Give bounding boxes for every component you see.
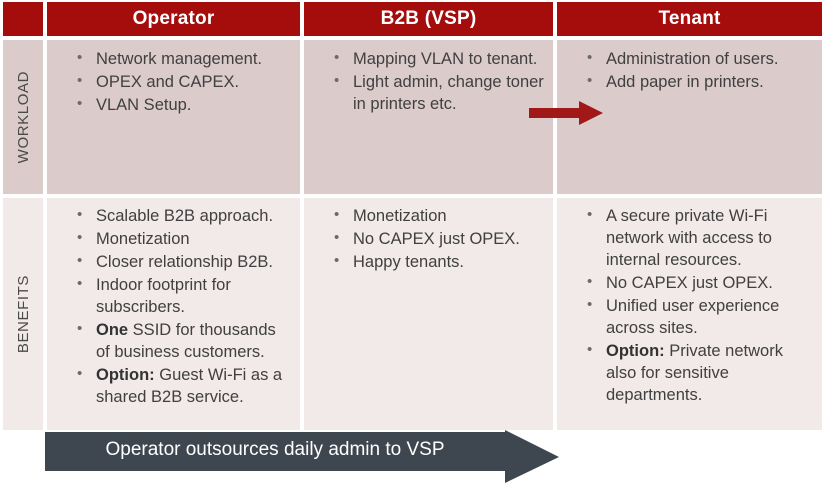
- list-item: Light admin, change toner in printers et…: [334, 71, 545, 116]
- list-item-text: Administration of users.: [606, 50, 779, 68]
- list-item: Monetization: [77, 228, 292, 251]
- banner-arrow-shape: [45, 430, 560, 484]
- handoff-arrow-icon: [529, 100, 604, 126]
- list-item: Option: Guest Wi-Fi as a shared B2B serv…: [77, 364, 292, 409]
- row-label-benefits: BENEFITS: [3, 198, 43, 430]
- table-row-benefits: BENEFITS Scalable B2B approach. Monetiza…: [0, 198, 825, 430]
- list-item: Add paper in printers.: [587, 71, 814, 94]
- bullet-list: Administration of users. Add paper in pr…: [557, 40, 822, 94]
- list-item-text: Network management.: [96, 50, 262, 68]
- cell-benefits-operator: Scalable B2B approach. Monetization Clos…: [47, 198, 300, 430]
- list-item: Option: Private network also for sensiti…: [587, 340, 814, 407]
- cell-benefits-tenant: A secure private Wi-Fi network with acce…: [557, 198, 822, 430]
- bullet-list: Scalable B2B approach. Monetization Clos…: [47, 198, 300, 408]
- list-item-text: Monetization: [353, 207, 447, 225]
- list-item: Monetization: [334, 205, 545, 228]
- list-item-text: VLAN Setup.: [96, 95, 192, 114]
- bullet-list: Monetization No CAPEX just OPEX. Happy t…: [304, 198, 553, 274]
- list-item: Happy tenants.: [334, 251, 545, 274]
- list-item: One SSID for thousands of business custo…: [77, 319, 292, 364]
- cell-workload-b2b-vsp: Mapping VLAN to tenant. Light admin, cha…: [304, 40, 553, 194]
- bullet-list: A secure private Wi-Fi network with acce…: [557, 198, 822, 406]
- table-row-workload: WORKLOAD Network management. OPEX and CA…: [0, 40, 825, 194]
- bullet-list: Mapping VLAN to tenant. Light admin, cha…: [304, 40, 553, 116]
- header-cell-corner: [3, 2, 43, 36]
- header-cell-b2b-vsp: B2B (VSP): [304, 2, 553, 36]
- list-item: Unified user experience across sites.: [587, 295, 814, 340]
- list-item-text: Private network also for sensitive depar…: [606, 341, 783, 404]
- list-item-text: Indoor footprint for subscribers.: [96, 275, 231, 316]
- bullet-list: Network management. OPEX and CAPEX. VLAN…: [47, 40, 300, 117]
- list-item-text: Happy tenants.: [353, 252, 464, 271]
- list-item: Indoor footprint for subscribers.: [77, 274, 292, 319]
- row-label-workload-text: WORKLOAD: [14, 70, 32, 164]
- cell-workload-tenant: Administration of users. Add paper in pr…: [557, 40, 822, 194]
- list-item: Closer relationship B2B.: [77, 251, 292, 274]
- table-header-row: Operator B2B (VSP) Tenant: [0, 0, 825, 38]
- list-item: Scalable B2B approach.: [77, 205, 292, 228]
- list-item: No CAPEX just OPEX.: [334, 228, 545, 251]
- row-label-benefits-text: BENEFITS: [14, 274, 32, 354]
- row-label-workload: WORKLOAD: [3, 40, 43, 194]
- list-item-text: Unified user experience across sites.: [606, 296, 780, 337]
- list-item-emphasis: Option:: [96, 365, 155, 384]
- list-item-text: Add paper in printers.: [606, 72, 764, 91]
- cell-workload-operator: Network management. OPEX and CAPEX. VLAN…: [47, 40, 300, 194]
- list-item-text: Scalable B2B approach.: [96, 207, 274, 225]
- list-item-text: No CAPEX just OPEX.: [606, 273, 773, 292]
- list-item: Network management.: [77, 48, 292, 71]
- list-item: OPEX and CAPEX.: [77, 71, 292, 94]
- list-item: A secure private Wi-Fi network with acce…: [587, 205, 814, 272]
- list-item-text: SSID for thousands of business customers…: [96, 320, 276, 361]
- list-item: Mapping VLAN to tenant.: [334, 48, 545, 71]
- list-item-text: Closer relationship B2B.: [96, 252, 274, 271]
- list-item-text: Guest Wi-Fi as a shared B2B service.: [96, 365, 283, 406]
- list-item-emphasis: One: [96, 320, 129, 339]
- list-item-text: No CAPEX just OPEX.: [353, 229, 520, 248]
- list-item-text: OPEX and CAPEX.: [96, 72, 240, 91]
- list-item-text: Light admin, change toner in printers et…: [353, 72, 544, 113]
- list-item-text: A secure private Wi-Fi network with acce…: [606, 207, 772, 269]
- list-item: Administration of users.: [587, 48, 814, 71]
- list-item-text: Mapping VLAN to tenant.: [353, 50, 538, 68]
- list-item: VLAN Setup.: [77, 94, 292, 117]
- header-cell-tenant: Tenant: [557, 2, 822, 36]
- list-item-emphasis: Option:: [606, 341, 665, 360]
- list-item-text: Monetization: [96, 229, 190, 248]
- cell-benefits-b2b-vsp: Monetization No CAPEX just OPEX. Happy t…: [304, 198, 553, 430]
- header-cell-operator: Operator: [47, 2, 300, 36]
- list-item: No CAPEX just OPEX.: [587, 272, 814, 295]
